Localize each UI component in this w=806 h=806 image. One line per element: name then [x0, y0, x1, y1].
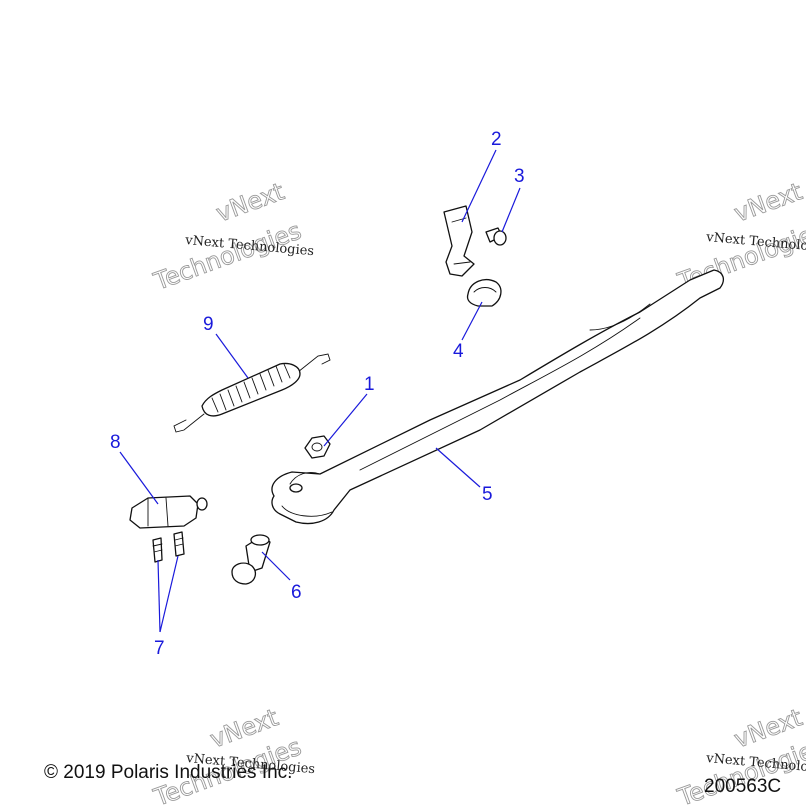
leader-line-8	[119, 451, 159, 505]
leader-line-1	[323, 393, 368, 447]
screws-part-7	[152, 531, 185, 563]
watermark-big-line1: vNext	[730, 177, 805, 227]
callout-2: 2	[491, 129, 502, 150]
callout-6: 6	[291, 582, 302, 603]
callout-1: 1	[364, 374, 375, 395]
callout-5: 5	[482, 484, 493, 505]
kickstand-part-5	[271, 269, 725, 525]
watermark-big-line1: vNext	[212, 177, 287, 227]
spring-part-9	[173, 353, 331, 433]
leader-line-2	[461, 149, 497, 223]
callout-3: 3	[514, 166, 525, 187]
clamp-part-8	[129, 495, 208, 529]
bumper-part-4	[466, 279, 502, 307]
leader-line-7b	[159, 555, 179, 633]
callouts: 1 2 3 4 5 6 7 8 9	[110, 129, 525, 659]
leader-line-6	[261, 551, 291, 581]
bolt-part-3	[485, 227, 507, 246]
callout-7: 7	[154, 638, 165, 659]
copyright-text: © 2019 Polaris Industries Inc.	[44, 762, 293, 783]
watermark-bottom-left: vNext Technologies vNext Technologies	[149, 703, 316, 806]
watermark-top-left: vNext Technologies vNext Technologies	[149, 177, 315, 297]
nut-part-1	[304, 435, 331, 459]
callout-4: 4	[453, 341, 464, 362]
leader-line-3	[501, 187, 521, 233]
leader-line-4	[461, 301, 483, 341]
callout-8: 8	[110, 432, 121, 453]
leader-line-7a	[157, 559, 161, 633]
leader-line-9	[215, 333, 249, 379]
callout-9: 9	[203, 314, 214, 335]
leader-line-5	[435, 447, 481, 488]
leader-lines	[119, 149, 521, 633]
figure-id: 200563C	[704, 776, 782, 797]
pivot-bolt-part-6	[231, 534, 271, 585]
bracket-part-2	[443, 205, 475, 277]
